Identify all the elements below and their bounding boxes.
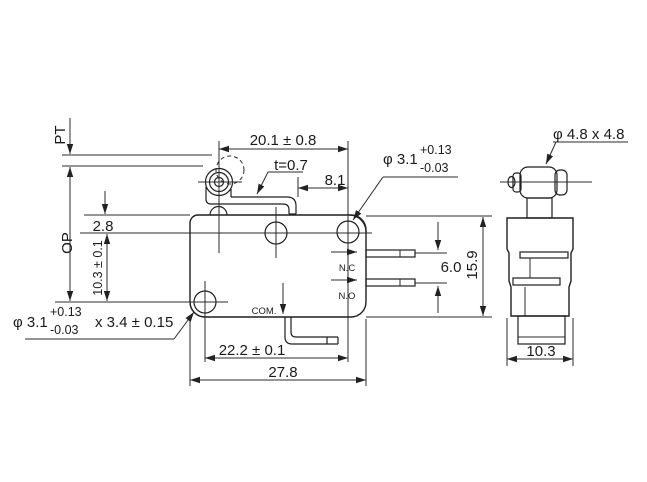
side-lever-stem bbox=[526, 197, 553, 219]
leader-lines bbox=[25, 171, 458, 340]
dim-10-3-side-label: 10.3 bbox=[526, 343, 555, 360]
side-slot-upper bbox=[519, 251, 569, 259]
dim-thickness-label: t=0.7 bbox=[274, 157, 308, 174]
terminal-no-blade bbox=[365, 278, 416, 287]
top-right-boss-arc bbox=[348, 214, 367, 233]
dim-6-0-label: 6.0 bbox=[441, 259, 462, 276]
dim-15-9-label: 15.9 bbox=[464, 250, 481, 279]
dimension-lines bbox=[66, 118, 487, 384]
hole-bottom-tol-plus: +0.13 bbox=[50, 305, 82, 319]
pretravel-label: PT bbox=[52, 125, 69, 144]
dim-10-3v-label: 10.3 ± 0.1 bbox=[91, 240, 105, 296]
dim-20-1-label: 20.1 ± 0.8 bbox=[250, 132, 317, 149]
bottom-left-boss-arc bbox=[189, 301, 206, 318]
terminal-nc-label: N.C bbox=[339, 263, 356, 274]
hole-top-tol-plus: +0.13 bbox=[420, 143, 452, 157]
hole-top-dia-label: φ 3.1 bbox=[383, 151, 418, 168]
dim-8-1-label: 8.1 bbox=[325, 172, 346, 189]
terminal-com-blade bbox=[284, 317, 339, 345]
roller-free-position-phantom bbox=[215, 155, 245, 185]
lever-arm-lower bbox=[205, 187, 290, 214]
side-view: φ 4.8 x 4.8 10.3 bbox=[500, 126, 628, 366]
terminal-no-label: N.O bbox=[339, 291, 356, 302]
side-body-outline bbox=[506, 217, 574, 317]
roller-dim-label: φ 4.8 x 4.8 bbox=[553, 126, 624, 143]
front-view: 20.1 ± 0.8 t=0.7 8.1 PT OP 2.8 10.3 ± 0.… bbox=[13, 118, 492, 386]
operating-position-label: OP bbox=[59, 232, 76, 254]
hole-bottom-dia-label: φ 3.1 bbox=[13, 314, 48, 331]
terminal-com-label: COM. bbox=[252, 306, 277, 317]
lever-arm-upper bbox=[231, 196, 297, 214]
side-terminal-block bbox=[517, 315, 566, 345]
switch-body-outline bbox=[189, 214, 367, 318]
hole-bottom-tol-minus: -0.03 bbox=[50, 323, 79, 337]
side-slot-lower bbox=[512, 277, 561, 286]
terminal-nc-blade bbox=[365, 249, 416, 258]
dim-22-2-label: 22.2 ± 0.1 bbox=[219, 342, 286, 359]
dim-27-8-label: 27.8 bbox=[268, 364, 297, 381]
hole-bottom-depth-label: x 3.4 ± 0.15 bbox=[95, 314, 173, 331]
dim-2-8-label: 2.8 bbox=[93, 218, 114, 235]
hole-top-tol-minus: -0.03 bbox=[420, 161, 449, 175]
